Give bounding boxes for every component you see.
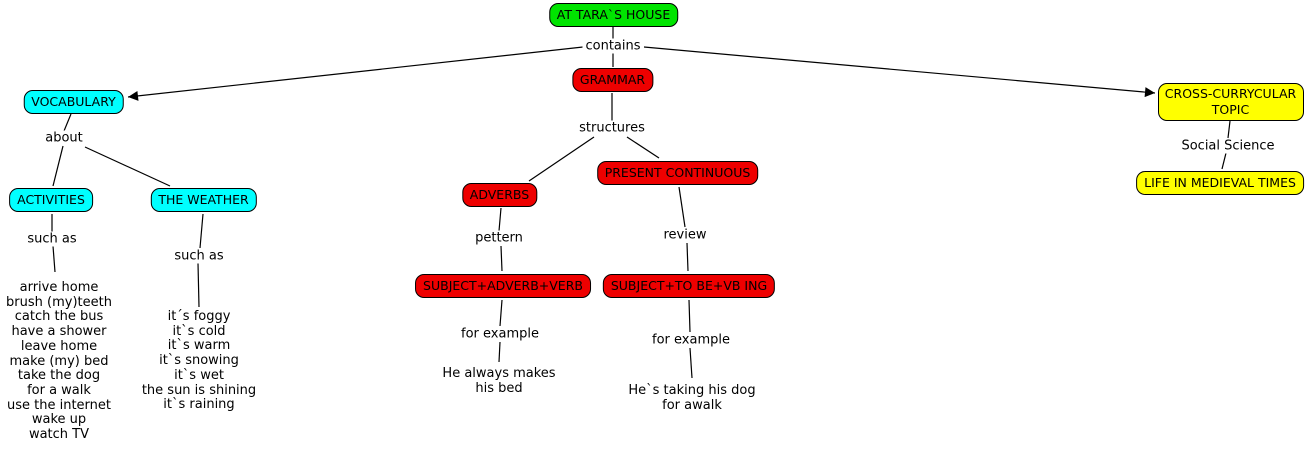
link-label-social-science[interactable]: Social Science xyxy=(1178,138,1278,153)
connector-line xyxy=(686,242,689,272)
arrow-line-contains-to-vocabulary xyxy=(127,46,584,101)
node-subject-adverb-verb[interactable]: SUBJECT+ADVERB+VERB xyxy=(415,273,591,298)
list-line: watch TV xyxy=(28,427,90,443)
node-grammar[interactable]: GRAMMAR xyxy=(571,68,654,92)
node-vocabulary[interactable]: VOCABULARY xyxy=(23,90,124,114)
list-line: catch the bus xyxy=(14,309,104,325)
list-line: He`s taking his dog xyxy=(628,383,756,398)
connector-line xyxy=(499,299,503,327)
link-label-contains[interactable]: contains xyxy=(582,38,644,54)
list-line: brush (my)teeth xyxy=(6,294,112,310)
list-line: leave home xyxy=(20,338,98,354)
connector-line xyxy=(199,213,204,249)
link-label-such-as-weather[interactable]: such as xyxy=(171,248,227,263)
list-line: it´s foggy xyxy=(167,309,231,324)
arrow-line-contains-to-cross-curricular xyxy=(643,46,1156,98)
list-line: He always makes xyxy=(442,366,556,381)
link-label-structures[interactable]: structures xyxy=(576,120,648,136)
link-label-for-example-pc[interactable]: for example xyxy=(649,332,733,348)
connector-line xyxy=(626,136,660,159)
connector-line xyxy=(197,262,200,308)
text-example-present-continuous[interactable]: He`s taking his dog for awalk xyxy=(628,383,756,413)
list-line: for awalk xyxy=(662,398,722,413)
list-line: make (my) bed xyxy=(9,353,109,369)
connector-line xyxy=(689,347,693,379)
connector-line xyxy=(498,207,502,232)
link-label-review[interactable]: review xyxy=(660,227,710,243)
list-line: his bed xyxy=(475,381,523,396)
connector-line xyxy=(688,299,691,333)
connector-line xyxy=(52,145,64,187)
connector-line xyxy=(63,113,72,132)
node-adverbs[interactable]: ADVERBS xyxy=(461,183,538,207)
node-the-weather[interactable]: THE WEATHER xyxy=(150,188,257,212)
list-line: it`s snowing xyxy=(159,353,239,369)
list-line: it`s cold xyxy=(172,323,226,339)
node-present-continuous[interactable]: PRESENT CONTINUOUS xyxy=(596,161,759,185)
connector-line xyxy=(528,136,595,182)
node-cross-curricular-topic[interactable]: CROSS-CURRYCULAR TOPIC xyxy=(1157,83,1304,121)
connector-line xyxy=(52,245,56,273)
list-line: it`s wet xyxy=(174,367,224,383)
list-line: take the dog xyxy=(17,368,101,384)
list-line: for a walk xyxy=(27,382,91,398)
link-label-such-as-activities[interactable]: such as xyxy=(24,231,80,247)
connector-line xyxy=(1227,120,1231,139)
link-label-about[interactable]: about xyxy=(42,130,86,146)
list-line: have a shower xyxy=(11,324,107,340)
list-line: wake up xyxy=(31,412,87,428)
text-example-adverbs[interactable]: He always makes his bed xyxy=(442,366,556,396)
connector-line xyxy=(678,186,686,228)
node-life-in-medieval-times[interactable]: LIFE IN MEDIEVAL TIMES xyxy=(1136,170,1304,195)
list-line: it`s raining xyxy=(163,397,235,413)
connector-line xyxy=(498,341,501,363)
connector-line xyxy=(1221,152,1227,170)
text-weather-list[interactable]: it´s foggy it`s cold it`s warm it`s snow… xyxy=(141,309,257,413)
link-label-pettern[interactable]: pettern xyxy=(472,230,526,246)
list-line: arrive home xyxy=(19,280,99,295)
connector-line xyxy=(500,245,503,272)
node-at-taras-house[interactable]: AT TARA`S HOUSE xyxy=(548,3,679,27)
list-line: use the internet xyxy=(6,397,112,413)
node-activities[interactable]: ACTIVITIES xyxy=(9,188,93,212)
text-activities-list[interactable]: arrive home brush (my)teeth catch the bu… xyxy=(6,280,112,443)
list-line: the sun is shining xyxy=(141,382,257,398)
link-label-for-example-adverbs[interactable]: for example xyxy=(458,326,542,341)
connector-line xyxy=(84,146,171,187)
node-subject-to-be-vb-ing[interactable]: SUBJECT+TO BE+VB ING xyxy=(602,273,776,298)
list-line: it`s warm xyxy=(167,338,231,354)
